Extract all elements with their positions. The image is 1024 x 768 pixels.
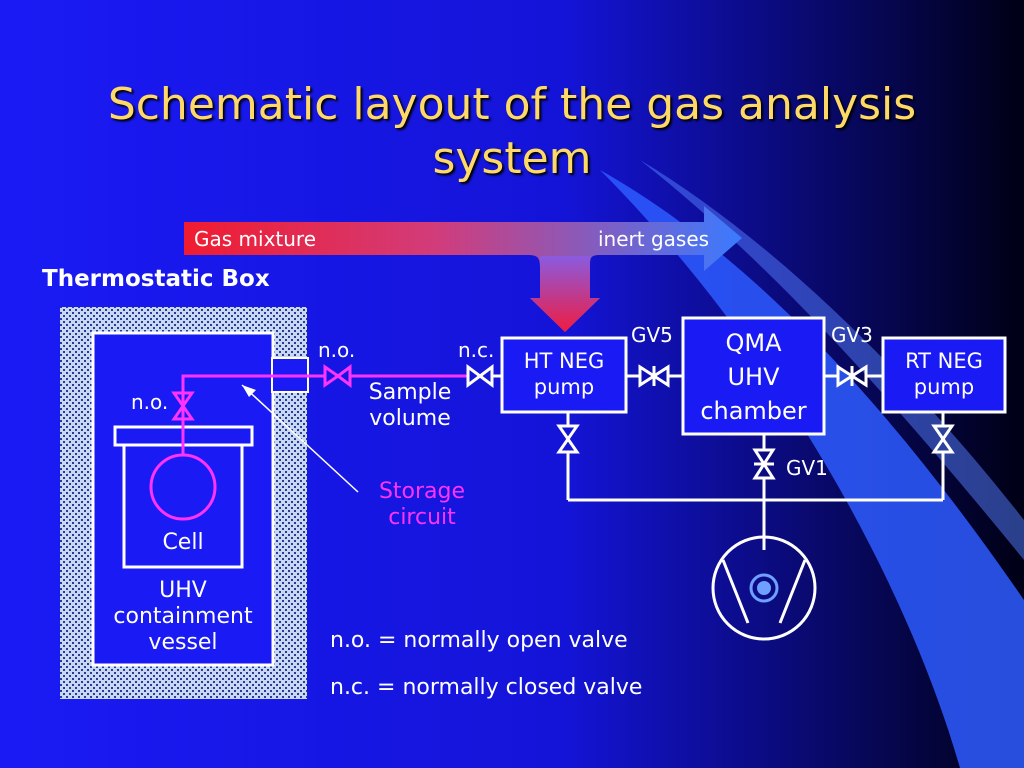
qma-chamber-label: QMA UHV chamber [683, 326, 824, 428]
uhv-vessel-line-2: containment [113, 604, 253, 629]
uhv-vessel-line-1: UHV [159, 578, 207, 603]
thermostatic-box-label: Thermostatic Box [42, 266, 270, 292]
no-valve-left-label: n.o. [131, 390, 169, 414]
no-valve-top-label: n.o. [318, 338, 356, 362]
sample-volume-line-1: Sample [368, 380, 452, 405]
legend-nc: n.c. = normally closed valve [330, 675, 643, 700]
ht-neg-pump-box [500, 336, 628, 414]
vacuum-pump-icon [711, 535, 817, 641]
storage-circuit-line [181, 374, 468, 455]
no-valve-horizontal-icon [323, 364, 352, 388]
rt-neg-pump-box [881, 336, 1007, 414]
storage-circuit-line-1: Storage [378, 479, 466, 504]
no-valve-vertical-icon [171, 391, 195, 421]
uhv-vessel-line-3: vessel [148, 630, 218, 655]
gv1-label: GV1 [786, 456, 828, 480]
gv3-valve-icon [836, 364, 868, 388]
qma-line-1: QMA [725, 329, 782, 357]
gv3-label: GV3 [831, 323, 873, 347]
ht-neg-line-1: HT NEG [523, 349, 605, 373]
legend-no: n.o. = normally open valve [330, 628, 628, 653]
storage-circuit-line-2: circuit [388, 505, 456, 530]
gas-mixture-label: Gas mixture [194, 227, 317, 251]
nc-valve-label: n.c. [458, 338, 495, 362]
nc-valve-icon [466, 364, 502, 388]
gv1-valve-icon [752, 448, 776, 480]
rt-neg-pump-label: RT NEG pump [883, 348, 1005, 400]
slide-title: Schematic layout of the gas analysis sys… [0, 78, 1024, 186]
sample-volume-line-2: volume [369, 406, 451, 431]
title-line-2: system [432, 133, 592, 184]
cell-label: Cell [162, 530, 204, 555]
piping-lines [566, 374, 945, 550]
ht-neg-pump-label: HT NEG pump [502, 348, 626, 400]
sample-volume-label: Sample volume [356, 380, 464, 432]
gv5-label: GV5 [631, 323, 673, 347]
rt-neg-line-1: RT NEG [905, 349, 983, 373]
uhv-vessel-label: UHV containment vessel [95, 578, 271, 656]
storage-circuit-label: Storage circuit [362, 479, 482, 531]
gv5-valve-icon [638, 364, 670, 388]
inert-gases-label: inert gases [598, 227, 710, 251]
qma-line-2: UHV [727, 363, 780, 391]
rt-neg-valve-icon [931, 424, 955, 454]
ht-neg-line-2: pump [533, 375, 595, 399]
qma-line-3: chamber [700, 397, 807, 425]
storage-pointer-line [241, 384, 359, 493]
title-line-1: Schematic layout of the gas analysis [107, 79, 917, 130]
gas-flow-arrow [184, 206, 742, 332]
rt-neg-line-2: pump [913, 375, 975, 399]
ht-neg-valve-icon [556, 424, 580, 454]
